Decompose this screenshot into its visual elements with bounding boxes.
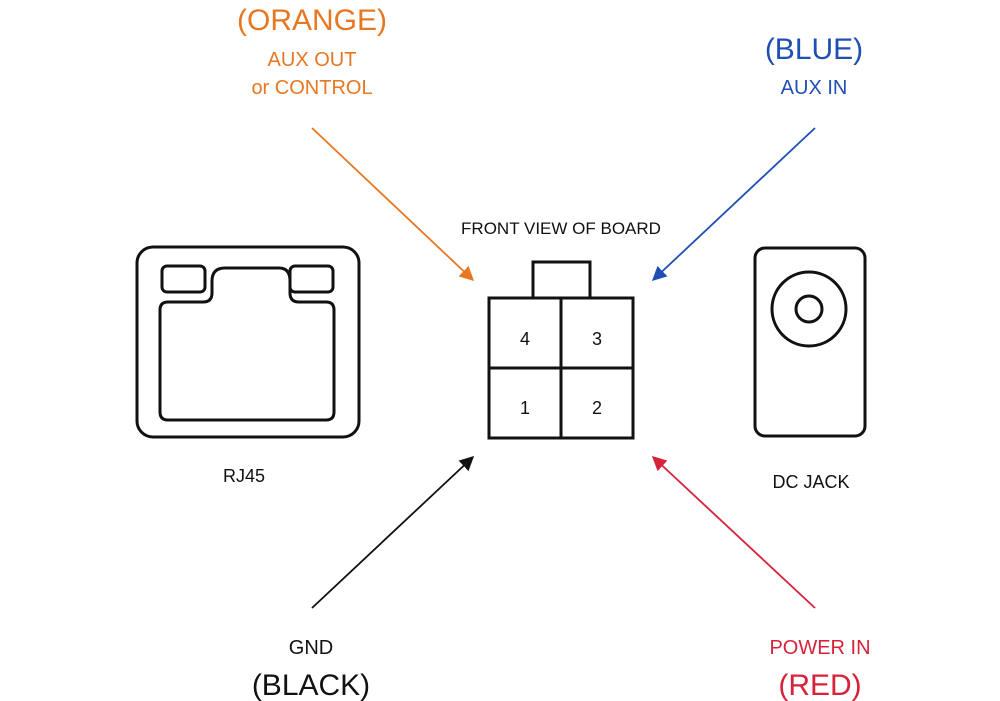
blue-wire-label: (BLUE) AUX IN [765, 33, 863, 99]
dc-jack-label: DC JACK [772, 472, 849, 492]
blue-arrow [651, 127, 816, 281]
rj45-port-opening [158, 266, 336, 422]
connector-latch [531, 260, 592, 300]
pin-2-label: 2 [592, 398, 602, 418]
orange-line-2: or CONTROL [251, 77, 372, 99]
blue-line-1: AUX IN [781, 77, 848, 99]
black-wire-label: GND (BLACK) [252, 637, 370, 701]
rj45-led-left [160, 264, 207, 294]
dc-jack-center-pin [794, 294, 824, 324]
pin-1-label: 1 [520, 398, 530, 418]
rj45-jack [135, 245, 361, 439]
rj45-label: RJ45 [223, 466, 265, 486]
four-pin-connector: 4 3 1 2 [487, 260, 635, 440]
black-color-name: (BLACK) [252, 669, 370, 701]
pin-3-label: 3 [592, 329, 602, 349]
rj45-led-right [288, 264, 335, 294]
blue-color-name: (BLUE) [765, 33, 863, 66]
pin-4-label: 4 [520, 329, 530, 349]
red-wire-label: POWER IN (RED) [769, 637, 870, 701]
black-line-1: GND [289, 637, 333, 659]
dc-jack [753, 246, 867, 438]
red-color-name: (RED) [778, 669, 861, 701]
orange-arrow [311, 127, 475, 281]
orange-wire-label: (ORANGE) AUX OUT or CONTROL [237, 4, 387, 99]
red-arrow [651, 456, 816, 609]
orange-color-name: (ORANGE) [237, 4, 387, 37]
black-arrow [311, 456, 475, 609]
board-view-title: FRONT VIEW OF BOARD [461, 219, 661, 238]
red-line-1: POWER IN [769, 637, 870, 659]
orange-line-1: AUX OUT [268, 49, 357, 71]
